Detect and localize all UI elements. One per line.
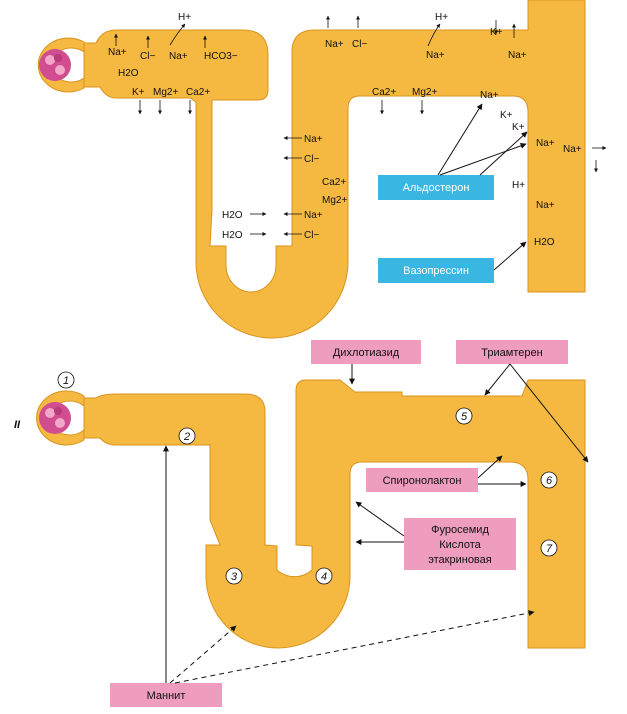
spironolactone-box	[366, 468, 478, 492]
mannitol-label: Маннит	[147, 690, 186, 702]
site-4: 4	[321, 571, 327, 583]
triamterene-box	[456, 340, 568, 364]
mannitol-box	[110, 683, 222, 707]
furosemide-label-line2: Кислота	[439, 539, 481, 551]
hormone-arrows	[437, 103, 528, 271]
site-2: 2	[183, 431, 190, 443]
svg-text:Na+: Na+	[508, 50, 527, 61]
bottom-glomerulus	[39, 402, 71, 434]
svg-text:Ca2+: Ca2+	[186, 87, 210, 98]
site-6: 6	[546, 475, 553, 487]
svg-text:Na+: Na+	[108, 47, 127, 58]
site-1: 1	[63, 375, 69, 387]
svg-text:H2O: H2O	[222, 210, 243, 221]
svg-text:Na+: Na+	[426, 50, 445, 61]
svg-text:H+: H+	[512, 180, 525, 191]
site-markers	[57, 371, 558, 585]
collecting-duct-ion-labels: Na+ K+ K+ Na+ Na+ H+ Na+ H2O	[480, 90, 582, 248]
dichlothiazide-box	[311, 340, 421, 364]
top-glomerulus	[39, 49, 71, 81]
dichlothiazide-label: Дихлотиазид	[333, 347, 400, 359]
svg-text:H2O: H2O	[118, 68, 139, 79]
svg-text:Cl−: Cl−	[140, 51, 155, 62]
bottom-tubule	[83, 379, 586, 649]
svg-text:K+: K+	[132, 87, 145, 98]
aldosterone-label: Альдостерон	[403, 182, 470, 194]
tal-ion-labels: Ca2+ Mg2+	[372, 87, 437, 98]
site-7: 7	[546, 543, 553, 555]
mannitol-dashed-arrows	[169, 610, 535, 684]
svg-text:Na+: Na+	[536, 200, 555, 211]
svg-text:H2O: H2O	[534, 237, 555, 248]
svg-text:K+: K+	[512, 122, 525, 133]
top-nephron: Na+ Cl− Na+ HCO3− H2O K+ Mg2+ Ca2+ H+ Na…	[37, 0, 607, 339]
svg-text:Na+: Na+	[536, 138, 555, 149]
svg-text:Mg2+: Mg2+	[153, 87, 178, 98]
top-proximal-tubule	[83, 0, 586, 339]
svg-text:Cl−: Cl−	[304, 230, 319, 241]
svg-text:HCO3−: HCO3−	[204, 51, 238, 62]
aldosterone-box	[378, 175, 494, 200]
furosemide-box	[404, 518, 516, 570]
svg-text:Mg2+: Mg2+	[412, 87, 437, 98]
svg-text:Mg2+: Mg2+	[322, 195, 347, 206]
site-3: 3	[231, 571, 238, 583]
pct-ion-labels: Na+ Cl− Na+ HCO3− H2O K+ Mg2+ Ca2+ H+	[108, 12, 238, 98]
spironolactone-label: Спиронолактон	[383, 475, 462, 487]
svg-text:Na+: Na+	[169, 51, 188, 62]
descending-ion-labels: H2O H2O	[222, 210, 243, 241]
site-5: 5	[461, 411, 468, 423]
svg-text:Na+: Na+	[325, 39, 344, 50]
svg-text:Na+: Na+	[304, 134, 323, 145]
triamterene-label: Триамтерен	[481, 347, 542, 359]
roman-numeral: II	[14, 419, 21, 431]
svg-text:Cl−: Cl−	[304, 154, 319, 165]
svg-text:H+: H+	[178, 12, 191, 23]
svg-text:Na+: Na+	[563, 144, 582, 155]
svg-text:Ca2+: Ca2+	[322, 177, 346, 188]
svg-text:H2O: H2O	[222, 230, 243, 241]
furosemide-label-line3: этакриновая	[428, 554, 492, 566]
vasopressin-box	[378, 258, 494, 283]
furosemide-label-line1: Фуросемид	[431, 524, 489, 536]
ascending-ion-labels: Na+ Cl− Ca2+ Mg2+ Na+ Cl−	[304, 134, 347, 241]
svg-text:H+: H+	[435, 12, 448, 23]
drug-arrows	[163, 363, 589, 683]
svg-text:K+: K+	[500, 110, 513, 121]
svg-text:Ca2+: Ca2+	[372, 87, 396, 98]
bottom-nephron: II 1 2 3 4 5 6 7 Дихлотиазид Триамтерен …	[14, 340, 589, 707]
svg-text:Cl−: Cl−	[352, 39, 367, 50]
vasopressin-label: Вазопрессин	[403, 265, 469, 277]
svg-text:Na+: Na+	[480, 90, 499, 101]
svg-text:Na+: Na+	[304, 210, 323, 221]
